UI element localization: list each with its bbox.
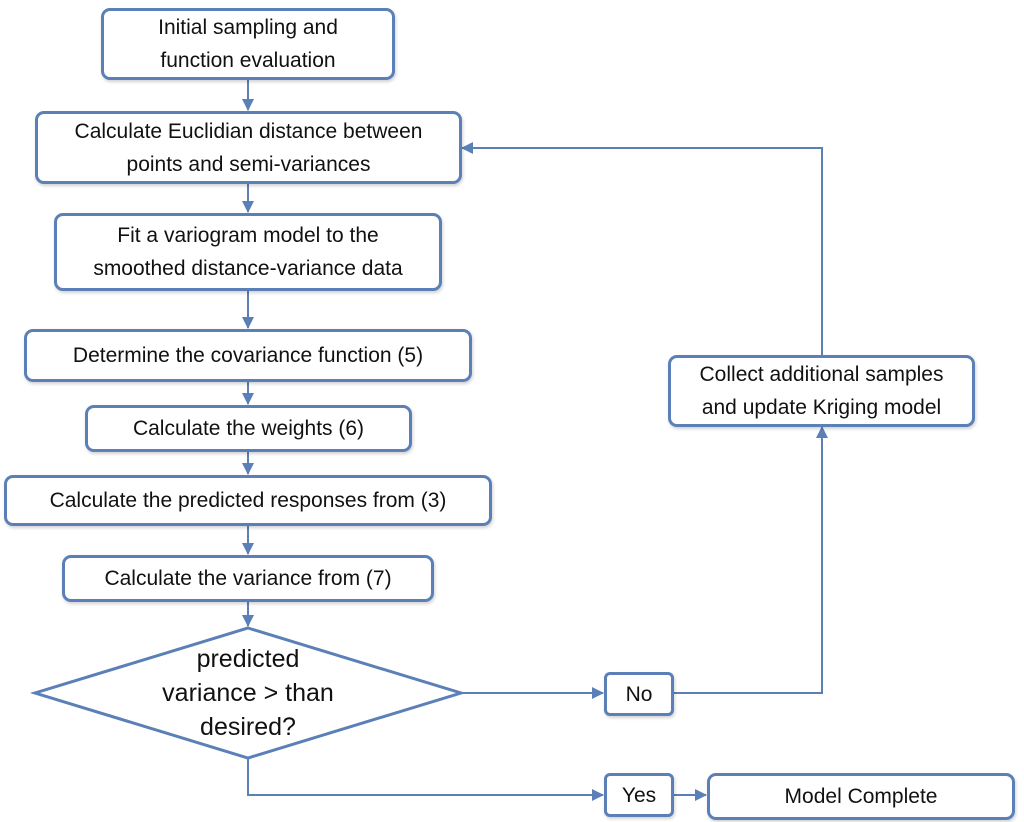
weights-label: Calculate the weights (6) xyxy=(132,417,365,440)
variance-box: Calculate the variance from (7) xyxy=(62,555,434,602)
model-complete-box: Model Complete xyxy=(707,773,1015,820)
euclidian-distance-line2: points and semi-variances xyxy=(126,152,371,176)
variogram-model-box: Fit a variogram model to the smoothed di… xyxy=(54,213,442,291)
decision-line2: variance > than xyxy=(162,679,334,707)
no-branch-box: No xyxy=(604,672,674,716)
yes-branch-box: Yes xyxy=(604,773,674,817)
initial-sampling-box: Initial sampling and function evaluation xyxy=(101,8,395,80)
yes-branch-label: Yes xyxy=(621,783,657,807)
covariance-function-box: Determine the covariance function (5) xyxy=(24,329,472,382)
arrow-decision-to-yes xyxy=(247,759,604,801)
collect-samples-line2: and update Kriging model xyxy=(701,396,942,419)
initial-sampling-line1: Initial sampling and xyxy=(158,16,338,39)
predicted-responses-label: Calculate the predicted responses from (… xyxy=(49,489,447,512)
arrow-collect-to-euclidian xyxy=(461,142,823,355)
no-branch-label: No xyxy=(625,682,653,706)
weights-box: Calculate the weights (6) xyxy=(85,405,412,452)
initial-sampling-line2: function evaluation xyxy=(160,49,336,72)
variance-label: Calculate the variance from (7) xyxy=(104,567,392,590)
decision-diamond xyxy=(29,626,467,760)
variogram-model-line2: smoothed distance-variance data xyxy=(93,257,403,280)
variogram-model-line1: Fit a variogram model to the xyxy=(117,224,379,247)
euclidian-distance-box: Calculate Euclidian distance between poi… xyxy=(35,111,462,184)
arrow-no-to-collect xyxy=(674,426,828,694)
decision-line1: predicted xyxy=(196,645,300,673)
covariance-function-label: Determine the covariance function (5) xyxy=(72,344,424,367)
collect-samples-box: Collect additional samples and update Kr… xyxy=(668,355,975,427)
collect-samples-line1: Collect additional samples xyxy=(699,363,944,386)
euclidian-distance-line1: Calculate Euclidian distance between xyxy=(74,119,423,143)
decision-label: predicted variance > than desired? xyxy=(120,642,376,744)
decision-line3: desired? xyxy=(200,713,296,741)
model-complete-label: Model Complete xyxy=(784,785,938,808)
predicted-responses-box: Calculate the predicted responses from (… xyxy=(4,475,492,526)
